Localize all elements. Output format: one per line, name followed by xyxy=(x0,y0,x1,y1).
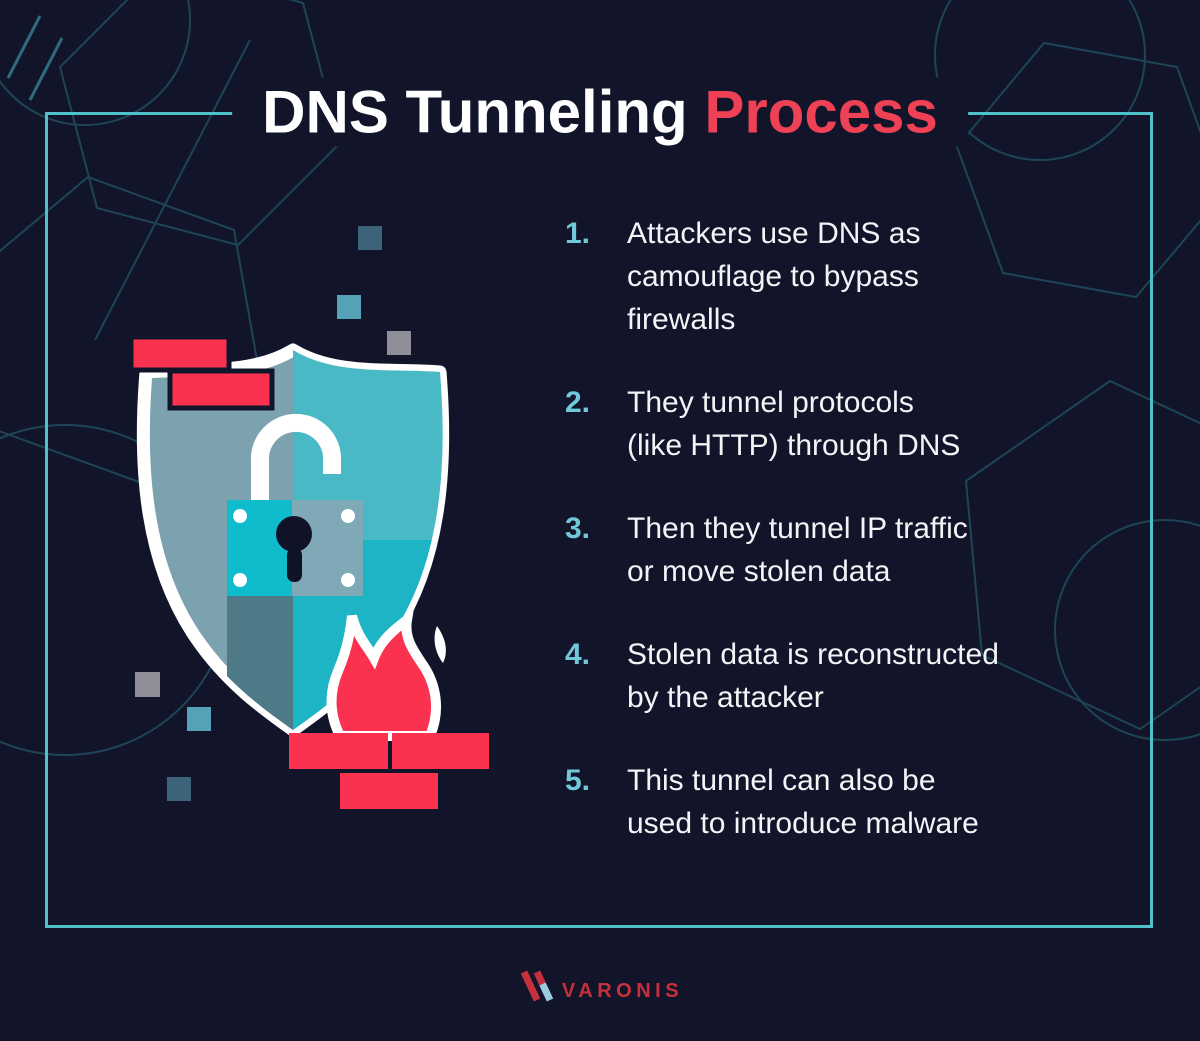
deco-slash xyxy=(6,15,42,79)
background-deco-bright xyxy=(6,15,64,101)
step-number: 1. xyxy=(565,217,591,250)
step-text: Attackers use DNS as camouflage to bypas… xyxy=(627,217,921,336)
logo-slash-red-top xyxy=(533,970,546,986)
flame xyxy=(326,608,441,741)
list-item: 3. Then they tunnel IP traffic or move s… xyxy=(565,507,1110,593)
wall-brick xyxy=(392,733,489,769)
varonis-logo-icon xyxy=(520,970,553,1002)
pixel-squares xyxy=(135,226,411,801)
deco-circle xyxy=(0,0,191,126)
pixel-square xyxy=(135,672,160,697)
step-text: Stolen data is reconstructed by the atta… xyxy=(627,638,999,714)
step-number: 4. xyxy=(565,638,591,671)
deco-line xyxy=(94,39,251,341)
flame-spark xyxy=(434,626,446,663)
pixel-square xyxy=(387,331,411,355)
list-item: 4. Stolen data is reconstructed by the a… xyxy=(565,633,1110,719)
step-number: 5. xyxy=(565,764,591,797)
title-main: DNS Tunneling xyxy=(262,78,688,146)
brick xyxy=(128,334,232,373)
padlock-rivet xyxy=(341,509,355,523)
brick xyxy=(167,368,275,411)
step-number: 3. xyxy=(565,512,591,545)
padlock-rivet xyxy=(233,509,247,523)
page-title: DNS Tunneling Process xyxy=(232,77,968,147)
wall-brick xyxy=(289,733,388,769)
title-accent: Process xyxy=(704,78,938,146)
wall-brick xyxy=(340,773,438,809)
steps-list: 1. Attackers use DNS as camouflage to by… xyxy=(565,212,1110,885)
shield-icon xyxy=(128,334,489,809)
step-text: They tunnel protocols (like HTTP) throug… xyxy=(627,386,961,462)
flame-icon xyxy=(326,608,446,741)
padlock-rivet xyxy=(341,573,355,587)
deco-hexagon xyxy=(964,379,1200,731)
deco-slash xyxy=(28,37,64,101)
deco-circle xyxy=(1054,519,1200,741)
list-item: 5. This tunnel can also be used to intro… xyxy=(565,759,1110,845)
list-item: 1. Attackers use DNS as camouflage to by… xyxy=(565,212,1110,341)
pixel-square xyxy=(167,777,191,801)
list-item: 2. They tunnel protocols (like HTTP) thr… xyxy=(565,381,1110,467)
logo-slash-red xyxy=(520,970,541,1002)
keyhole xyxy=(276,516,312,552)
brand-name: VARONIS xyxy=(561,979,684,1002)
pixel-square xyxy=(187,707,211,731)
firewall-bricks-icon xyxy=(289,733,489,809)
deco-circle xyxy=(934,0,1146,161)
step-text: This tunnel can also be used to introduc… xyxy=(627,764,979,840)
pixel-square xyxy=(358,226,382,250)
logo-slash-blue-bottom xyxy=(539,982,553,1002)
open-padlock-icon xyxy=(227,413,363,596)
step-number: 2. xyxy=(565,386,591,419)
padlock-rivet xyxy=(233,573,247,587)
step-text: Then they tunnel IP traffic or move stol… xyxy=(627,512,968,588)
keyhole-stem xyxy=(287,548,302,582)
padlock-shackle xyxy=(250,413,341,505)
brand-footer: VARONIS xyxy=(0,966,1200,1006)
pixel-square xyxy=(337,295,361,319)
deco-hexagon xyxy=(58,0,342,247)
loose-bricks xyxy=(128,334,275,411)
deco-hexagon xyxy=(955,41,1200,299)
